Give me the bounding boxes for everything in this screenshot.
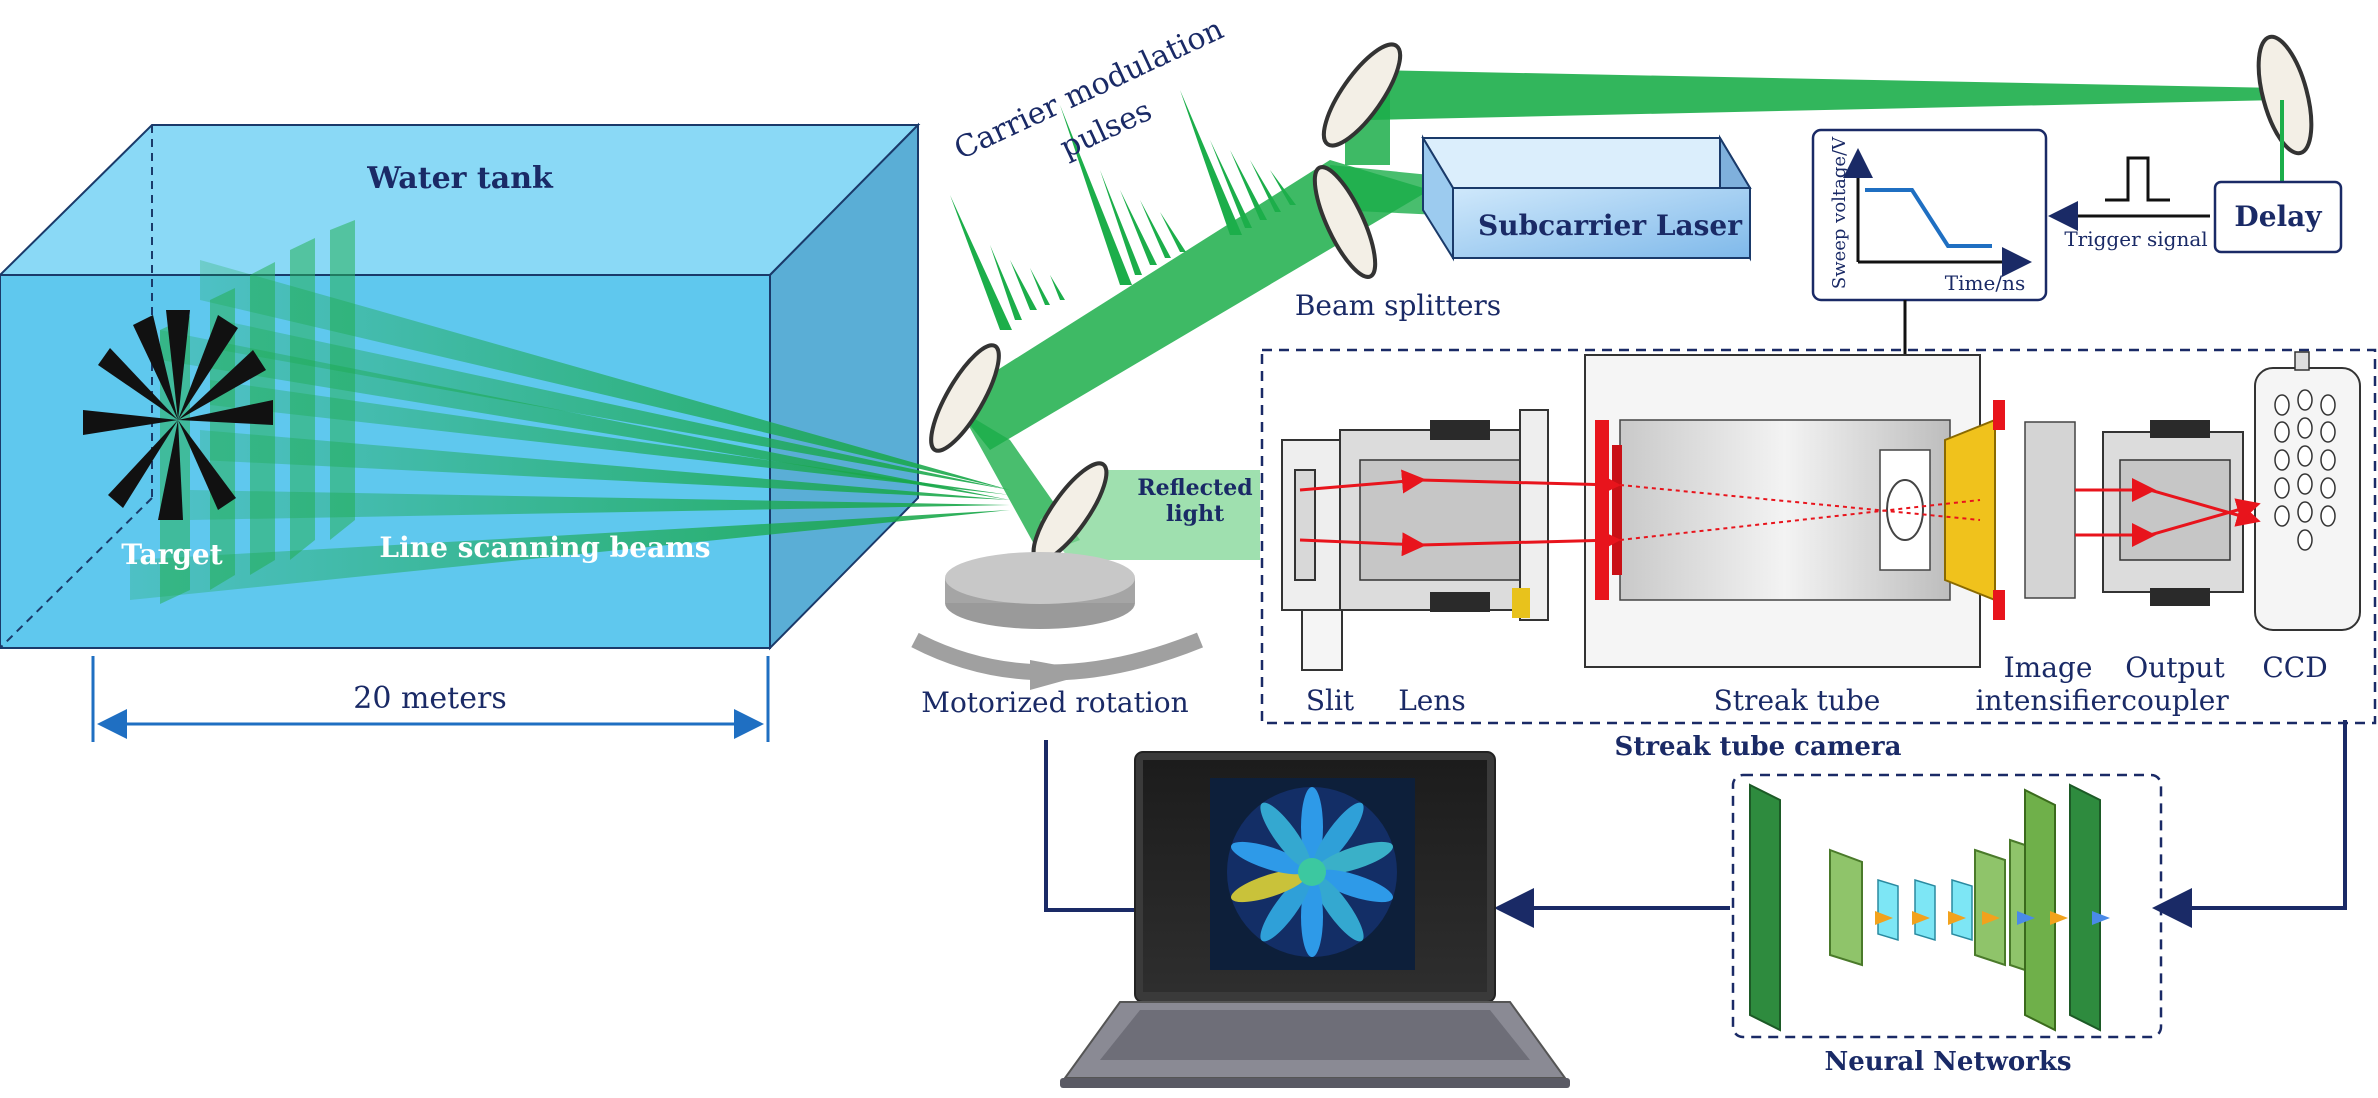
lens-label: Lens <box>1398 684 1466 717</box>
water-tank-label: Water tank <box>366 161 554 196</box>
ccd-vents <box>2274 389 2336 551</box>
line-scanning-beams <box>130 260 1010 600</box>
mirrors <box>929 34 2314 563</box>
distance-label: 20 meters <box>353 681 506 716</box>
delay-box <box>2213 100 2343 254</box>
image-intensifier-label-line2: intensifier <box>1976 684 2121 717</box>
image-intensifier-label-line1: Image <box>2004 651 2093 684</box>
neural-network-arrows <box>1840 911 2110 925</box>
motorized-rotation-label: Motorized rotation <box>921 686 1188 719</box>
trigger-signal-label: Trigger signal <box>2064 227 2207 251</box>
reflected-light-label-line2: light <box>1166 501 1225 527</box>
streak-tube-body <box>1584 354 2005 668</box>
delay-label: Delay <box>2234 200 2322 233</box>
line-scanning-beams-label: Line scanning beams <box>379 531 710 564</box>
trigger-signal <box>2048 156 2210 231</box>
data-flow-connectors <box>1044 720 2347 928</box>
subcarrier-laser <box>1421 134 1752 262</box>
distance-dimension <box>91 656 770 742</box>
output-coupler-label-line2: coupler <box>2121 684 2229 717</box>
sweep-ylabel: Sweep voltage/V <box>1829 136 1850 289</box>
ccd-label: CCD <box>2262 651 2327 684</box>
optical-rays <box>1299 469 2261 557</box>
neural-network-layers <box>1749 783 2101 1032</box>
neural-networks-label: Neural Networks <box>1824 1047 2071 1077</box>
beam-splitters-label: Beam splitters <box>1295 289 1501 322</box>
sweep-xlabel: Time/ns <box>1945 271 2025 295</box>
image-intensifier <box>2024 421 2076 599</box>
reflected-light-label-line1: Reflected <box>1137 475 1252 501</box>
output-coupler-label-line1: Output <box>2125 651 2225 684</box>
subcarrier-laser-label: Subcarrier Laser <box>1478 209 1743 242</box>
streak-tube-label: Streak tube <box>1714 684 1881 717</box>
motorized-rotation-stage <box>911 552 1204 690</box>
lens-assembly <box>1339 409 1549 621</box>
slit-assembly <box>1281 439 1343 671</box>
neural-network-frame <box>1731 773 2163 1039</box>
streak-camera-frame <box>1260 348 2377 725</box>
target-label: Target <box>121 538 222 571</box>
slit-label: Slit <box>1306 684 1355 717</box>
streak-tube-camera-label: Streak tube camera <box>1615 732 1902 762</box>
target-pinwheel <box>83 310 273 520</box>
carrier-pulses <box>950 90 1296 330</box>
sweep-voltage-graph <box>1811 128 2048 302</box>
reconstructed-target-image <box>1227 787 1397 957</box>
